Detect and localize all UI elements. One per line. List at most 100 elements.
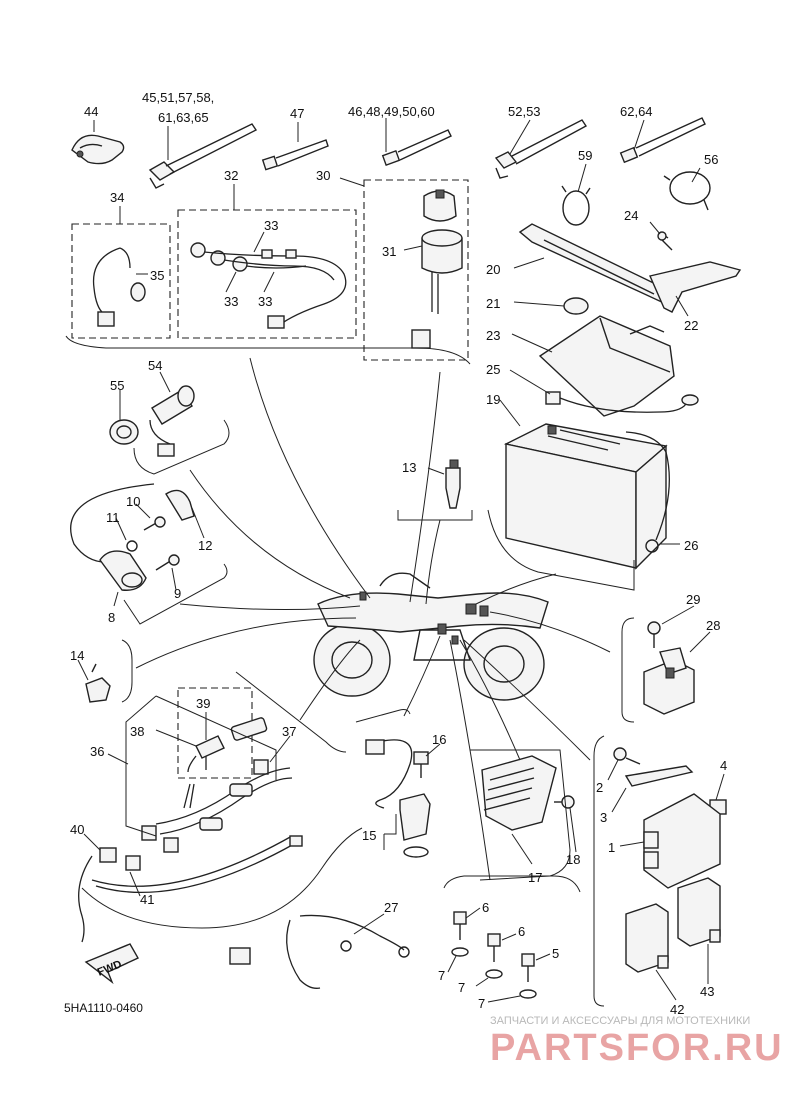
callout-22: 22: [684, 318, 698, 333]
battery-lead-25[interactable]: [545, 391, 699, 413]
watermark-brand: PARTSFOR.RU: [490, 1027, 784, 1069]
plug-cap-12[interactable]: [165, 489, 195, 521]
wire-41[interactable]: [91, 835, 303, 894]
battery-band-20[interactable]: [518, 223, 673, 305]
cable-tie-47[interactable]: [261, 139, 329, 171]
bolt-6b[interactable]: [487, 933, 501, 962]
callout-52: 52,53: [508, 104, 541, 119]
relay-43[interactable]: [677, 877, 721, 947]
bolt-29[interactable]: [647, 621, 661, 648]
bolt-10[interactable]: [143, 516, 166, 531]
callout-23: 23: [486, 328, 500, 343]
wire-harness-32[interactable]: [190, 242, 347, 329]
switch-14[interactable]: [85, 663, 111, 703]
callout-20: 20: [486, 262, 500, 277]
callout-36: 36: [90, 744, 104, 759]
sensor-15[interactable]: [365, 739, 431, 858]
callout-7-c: 7: [478, 996, 485, 1011]
bolt-18[interactable]: [554, 795, 575, 809]
callout-38: 38: [130, 724, 144, 739]
callout-10: 10: [126, 494, 140, 509]
callout-14: 14: [70, 648, 84, 663]
lead-wire-35[interactable]: [92, 247, 146, 327]
bolt-2[interactable]: [613, 747, 641, 765]
clamp-44[interactable]: [71, 134, 125, 165]
cable-tie-62[interactable]: [619, 117, 706, 164]
washer-7a[interactable]: [451, 947, 469, 957]
lead-40[interactable]: [78, 847, 141, 943]
bracket-3[interactable]: [624, 765, 694, 787]
cable-tie-45[interactable]: [148, 123, 258, 189]
callout-15: 15: [362, 828, 376, 843]
cushion-21[interactable]: [563, 297, 589, 315]
band-56[interactable]: [663, 171, 711, 211]
nut-55[interactable]: [109, 419, 139, 445]
callout-54: 54: [148, 358, 162, 373]
callout-13: 13: [402, 460, 416, 475]
bolt-24[interactable]: [657, 231, 673, 251]
wire-harness-36[interactable]: [141, 767, 293, 853]
band-59[interactable]: [561, 185, 591, 226]
diagram-code: 5HA1110-0460: [64, 1001, 143, 1015]
callout-5: 5: [552, 946, 559, 961]
callout-45-cont: 61,63,65: [158, 110, 209, 125]
callout-26: 26: [684, 538, 698, 553]
rectifier-17[interactable]: [481, 755, 557, 831]
callout-1: 1: [608, 840, 615, 855]
washer-7c[interactable]: [519, 989, 537, 999]
fuse-39[interactable]: [230, 717, 268, 741]
callout-18: 18: [566, 852, 580, 867]
fuse-holder-38[interactable]: [187, 735, 225, 773]
callout-35: 35: [150, 268, 164, 283]
callout-25: 25: [486, 362, 500, 377]
callout-6-a: 6: [482, 900, 489, 915]
bolt-6a[interactable]: [453, 911, 467, 940]
battery-19[interactable]: [503, 423, 668, 570]
cable-tie-52[interactable]: [494, 119, 588, 179]
fuse-37[interactable]: [253, 759, 269, 775]
callout-30: 30: [316, 168, 330, 183]
fwd-arrow: FWD: [84, 943, 139, 985]
spark-plug-13[interactable]: [445, 459, 461, 509]
callout-43: 43: [700, 984, 714, 999]
callout-28: 28: [706, 618, 720, 633]
callout-6-b: 6: [518, 924, 525, 939]
callout-2: 2: [596, 780, 603, 795]
callout-33-left: 33: [224, 294, 238, 309]
callout-40: 40: [70, 822, 84, 837]
bracket-22[interactable]: [649, 261, 742, 313]
battery-box-23[interactable]: [538, 315, 675, 417]
bolt-5[interactable]: [521, 953, 535, 982]
battery-lead-26[interactable]: [645, 451, 670, 553]
callout-19: 19: [486, 392, 500, 407]
washer-11[interactable]: [126, 540, 138, 552]
callout-55: 55: [110, 378, 124, 393]
callout-31: 31: [382, 244, 396, 259]
bolt-9[interactable]: [155, 554, 180, 571]
bolt-16[interactable]: [413, 751, 429, 778]
callout-37: 37: [282, 724, 296, 739]
callout-41: 41: [140, 892, 154, 907]
main-switch-31[interactable]: [411, 189, 463, 349]
relay-42[interactable]: [625, 903, 669, 973]
starter-relay-28[interactable]: [643, 647, 695, 715]
washer-7b[interactable]: [485, 969, 503, 979]
callout-27: 27: [384, 900, 398, 915]
callout-4: 4: [720, 758, 727, 773]
lead-27[interactable]: [229, 914, 410, 989]
cable-tie-46[interactable]: [381, 129, 452, 166]
callout-8: 8: [108, 610, 115, 625]
callout-44: 44: [84, 104, 98, 119]
callout-17: 17: [528, 870, 542, 885]
atv-vehicle: [313, 572, 549, 701]
callout-39: 39: [196, 696, 210, 711]
callout-29: 29: [686, 592, 700, 607]
callout-56: 56: [704, 152, 718, 167]
ignition-coil-8[interactable]: [70, 483, 155, 591]
callout-47: 47: [290, 106, 304, 121]
callout-3: 3: [600, 810, 607, 825]
socket-54[interactable]: [149, 385, 195, 457]
callout-46: 46,48,49,50,60: [348, 104, 435, 119]
cdi-unit-1[interactable]: [643, 793, 721, 889]
